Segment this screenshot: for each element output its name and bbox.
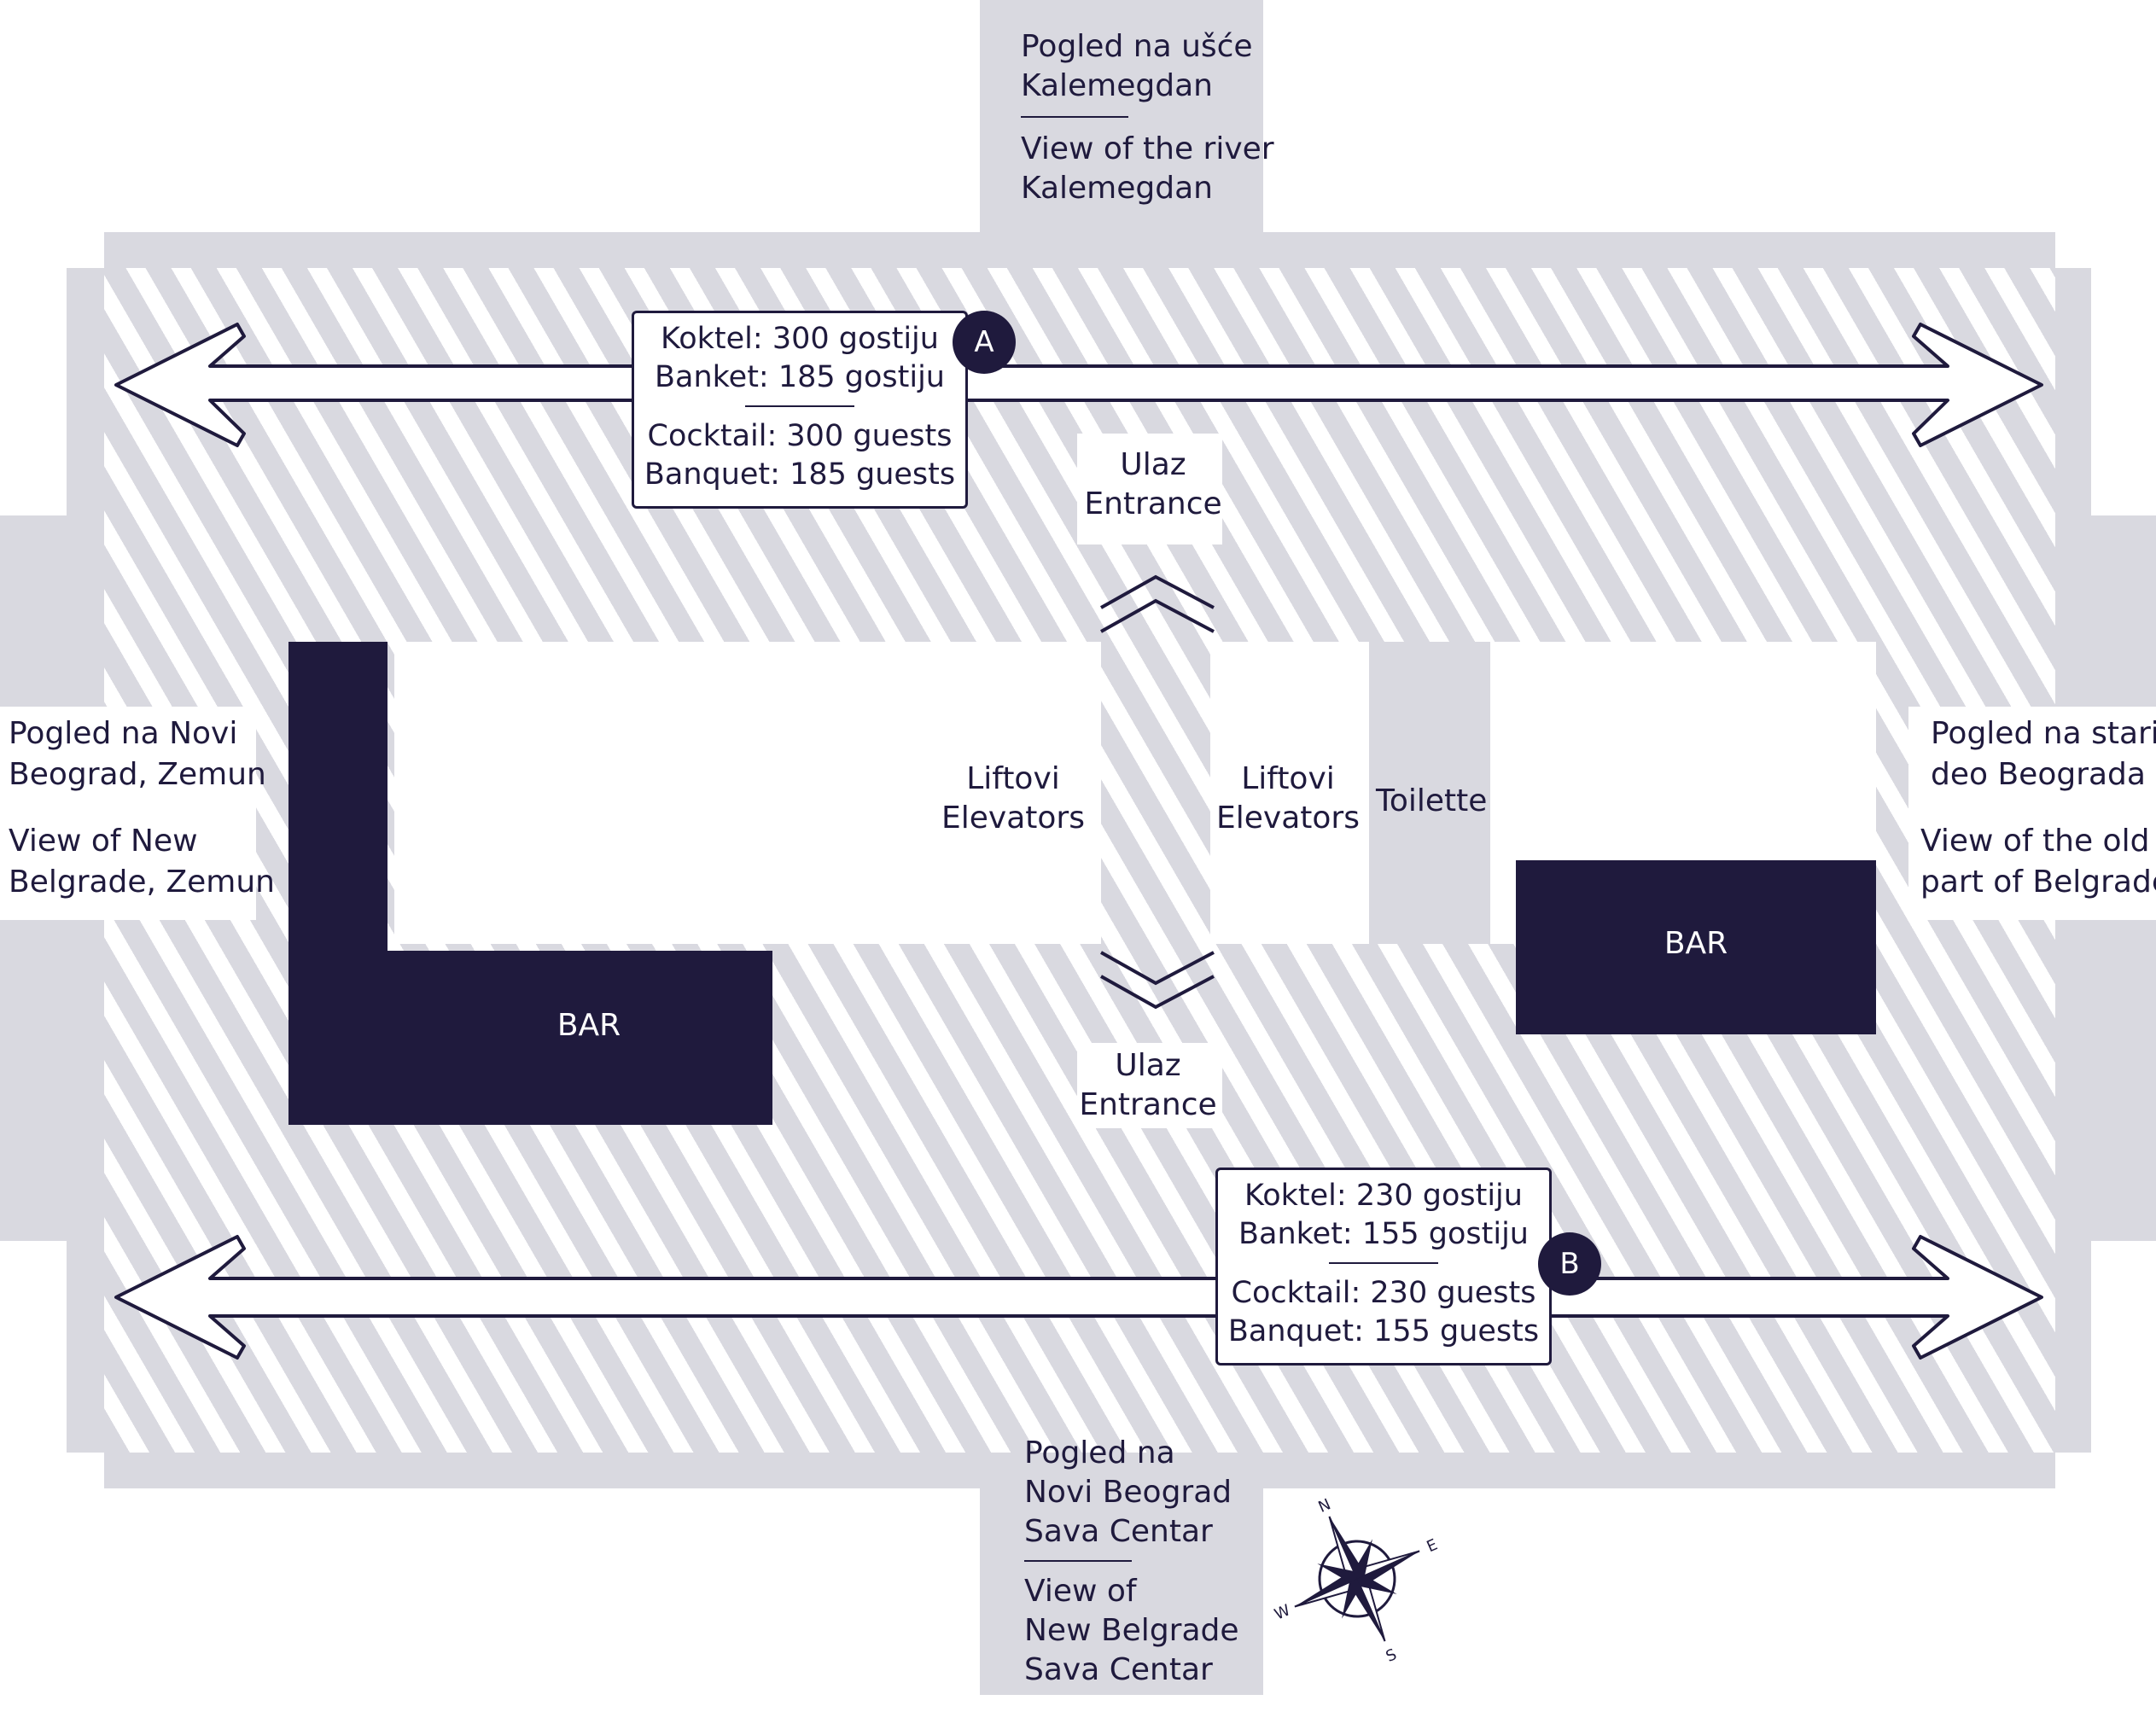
- entrance-north-panel: [1077, 434, 1222, 544]
- view-south-sr-2: Novi Beograd: [1024, 1475, 1232, 1510]
- entrance-north-sr: Ulaz: [1120, 447, 1186, 482]
- view-south-en-2: New Belgrade: [1024, 1613, 1239, 1648]
- west-view-panel: [0, 707, 256, 920]
- area-b-banquet: Banquet: 155 guests: [1227, 1314, 1540, 1348]
- area-b-divider: [1329, 1262, 1438, 1264]
- compass-w: W: [1272, 1601, 1293, 1624]
- area-b-banket: Banket: 155 gostiju: [1238, 1217, 1529, 1251]
- entrance-south-panel: [1077, 1043, 1222, 1128]
- compass-n: N: [1316, 1495, 1334, 1517]
- entrance-south-label: Ulaz Entrance: [1072, 1046, 1224, 1125]
- hall-left-room: [394, 642, 1101, 944]
- view-north-en-1: View of the river: [1021, 131, 1274, 166]
- elevators-right-sr: Liftovi: [1241, 761, 1335, 796]
- view-tab-north: [980, 0, 1263, 239]
- area-a-divider: [745, 405, 854, 407]
- view-west-en-1: View of New: [9, 824, 198, 859]
- view-west-en-2: Belgrade, Zemun: [9, 865, 275, 900]
- compass-rose-icon: N S E W: [1272, 1495, 1440, 1666]
- view-north-divider: [1021, 116, 1128, 118]
- view-south-en-3: Sava Centar: [1024, 1652, 1213, 1687]
- area-a-koktel: Koktel: 300 gostiju: [661, 322, 939, 356]
- view-west-sr-2: Beograd, Zemun: [9, 757, 266, 792]
- bar-left: [288, 951, 772, 1125]
- toilette-room: [1369, 642, 1490, 944]
- entrance-south-sr: Ulaz: [1115, 1048, 1181, 1083]
- view-north-sr-2: Kalemegdan: [1021, 68, 1213, 103]
- view-north-sr-1: Pogled na ušće: [1021, 29, 1253, 64]
- view-south-sr-1: Pogled na: [1024, 1435, 1175, 1470]
- view-east-label: Pogled na stari deo Beograda View of the…: [1920, 713, 2156, 903]
- bar-right-label: BAR: [1664, 926, 1728, 961]
- view-south-label: Pogled na Novi Beograd Sava Centar View …: [1024, 1434, 1239, 1690]
- east-view-panel: [1908, 707, 2156, 920]
- area-b-koktel: Koktel: 230 gostiju: [1244, 1179, 1523, 1213]
- entrance-north-label: Ulaz Entrance: [1077, 445, 1229, 524]
- area-a-banquet: Banquet: 185 guests: [644, 457, 956, 492]
- entrance-south-en: Entrance: [1079, 1087, 1217, 1122]
- area-a-capacity-box: Koktel: 300 gostiju Banket: 185 gostiju …: [632, 311, 968, 509]
- elevators-left-en: Elevators: [941, 801, 1085, 836]
- view-east-sr-1: Pogled na stari: [1931, 716, 2156, 751]
- area-b-cocktail: Cocktail: 230 guests: [1231, 1276, 1536, 1310]
- elevator-room-right: [1210, 642, 1369, 944]
- bar-right: [1516, 860, 1876, 1034]
- elevators-right-label: Liftovi Elevators: [1212, 760, 1364, 838]
- toilette-label: Toilette: [1376, 783, 1488, 818]
- elevators-left-sr: Liftovi: [966, 761, 1060, 796]
- area-b-capacity-box: Koktel: 230 gostiju Banket: 155 gostiju …: [1215, 1168, 1552, 1366]
- view-east-sr-2: deo Beograda: [1931, 757, 2146, 792]
- area-a-badge: A: [953, 311, 1016, 374]
- bar-left-label: BAR: [556, 1008, 621, 1043]
- area-b-badge: B: [1538, 1232, 1601, 1296]
- area-a-banket: Banket: 185 gostiju: [655, 360, 945, 394]
- view-south-en-1: View of: [1024, 1574, 1137, 1609]
- view-west-sr-1: Pogled na Novi: [9, 716, 238, 751]
- view-east-en-1: View of the old: [1920, 824, 2150, 859]
- view-south-sr-3: Sava Centar: [1024, 1514, 1213, 1549]
- view-east-en-2: part of Belgrade: [1920, 865, 2156, 900]
- elevators-left-label: Liftovi Elevators: [937, 760, 1089, 838]
- view-north-label: Pogled na ušće Kalemegdan View of the ri…: [1021, 27, 1274, 208]
- entrance-north-en: Entrance: [1084, 486, 1222, 521]
- compass-s: S: [1384, 1645, 1400, 1666]
- compass-e: E: [1424, 1536, 1440, 1557]
- elevators-right-en: Elevators: [1216, 801, 1360, 836]
- area-a-cocktail: Cocktail: 300 guests: [647, 419, 953, 453]
- view-west-label: Pogled na Novi Beograd, Zemun View of Ne…: [9, 713, 275, 903]
- view-south-divider: [1024, 1560, 1132, 1562]
- view-north-en-2: Kalemegdan: [1021, 171, 1213, 206]
